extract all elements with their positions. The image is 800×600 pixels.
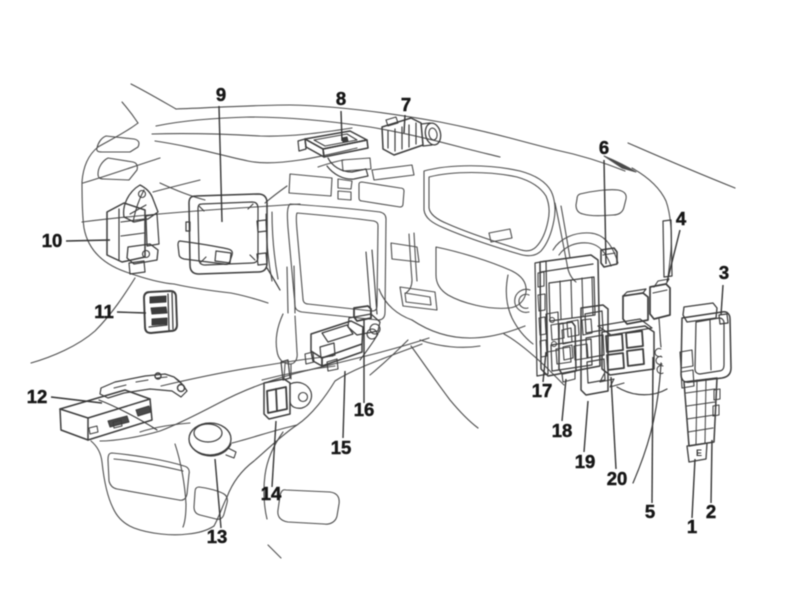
svg-text:16: 16 (354, 399, 375, 420)
svg-text:20: 20 (607, 468, 628, 489)
svg-text:3: 3 (719, 262, 729, 283)
svg-text:6: 6 (599, 137, 609, 158)
svg-text:13: 13 (207, 526, 228, 547)
svg-text:10: 10 (42, 230, 63, 251)
svg-text:1: 1 (687, 516, 697, 537)
svg-text:19: 19 (575, 451, 596, 472)
svg-text:2: 2 (706, 501, 716, 522)
svg-text:5: 5 (645, 501, 655, 522)
svg-text:18: 18 (552, 420, 573, 441)
svg-text:11: 11 (94, 301, 114, 322)
svg-text:9: 9 (216, 84, 226, 105)
svg-text:15: 15 (331, 437, 352, 458)
svg-text:14: 14 (261, 483, 282, 504)
svg-text:17: 17 (532, 380, 553, 401)
svg-text:4: 4 (676, 208, 687, 229)
svg-text:E: E (696, 448, 702, 458)
svg-text:7: 7 (401, 94, 411, 115)
svg-text:8: 8 (336, 88, 346, 109)
svg-text:12: 12 (27, 386, 48, 407)
